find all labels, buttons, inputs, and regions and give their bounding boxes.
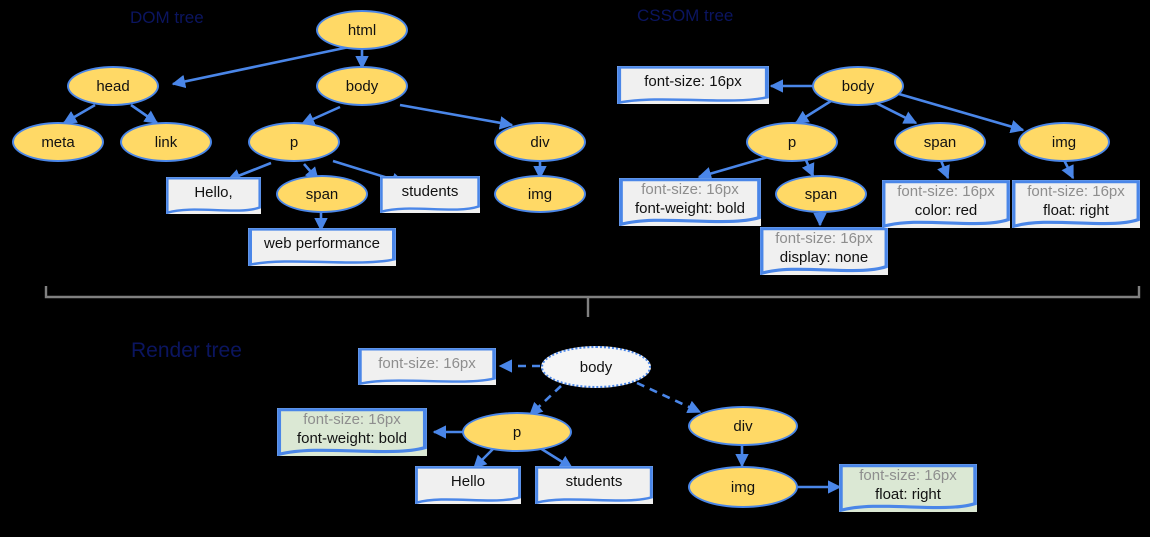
docbox-shape — [415, 466, 521, 504]
render-rule-img-own: float: right — [875, 485, 941, 503]
cssom-rule-span-1: font-size: 16px color: red — [882, 180, 1010, 228]
dom-node-span[interactable]: span — [276, 175, 368, 213]
cssom-rule-p: font-size: 16px font-weight: bold — [619, 178, 761, 226]
render-text-students-inner: students — [535, 466, 653, 504]
cssom-node-p[interactable]: p — [746, 122, 838, 162]
render-node-div[interactable]: div — [688, 406, 798, 446]
docbox-shape — [277, 408, 427, 456]
cssom-rule-p-own: font-weight: bold — [634, 199, 746, 217]
dom-node-p[interactable]: p — [248, 122, 340, 162]
dom-text-hello: Hello, — [166, 177, 261, 214]
dom-text-students: students — [380, 176, 480, 213]
dom-text-webperformance-label: web performance — [264, 235, 380, 253]
cssom-rule-span-2: font-size: 16px display: none — [760, 227, 888, 275]
cssom-rule-p-inherited: font-size: 16px — [641, 180, 739, 198]
dom-node-body[interactable]: body — [316, 66, 408, 106]
render-rule-img: font-size: 16px float: right — [839, 464, 977, 512]
render-node-img[interactable]: img — [688, 466, 798, 508]
render-rule-p-inherited: font-size: 16px — [303, 410, 401, 428]
render-tree-dashed-edges — [498, 359, 702, 416]
render-rule-p-own: font-weight: bold — [296, 429, 408, 447]
docbox-shape — [166, 177, 261, 214]
render-text-hello-inner: Hello — [415, 466, 521, 504]
docbox-shape — [839, 464, 977, 512]
cssom-rule-span-1-own: color: red — [914, 201, 978, 219]
render-node-p[interactable]: p — [462, 412, 572, 452]
dom-text-students-inner: students — [380, 176, 480, 213]
cssom-rule-img-inner: font-size: 16px float: right — [1012, 180, 1140, 228]
dom-text-webperformance-inner: web performance — [248, 228, 396, 266]
render-text-hello: Hello — [415, 466, 521, 504]
dom-text-webperformance: web performance — [248, 228, 396, 266]
docbox-shape — [358, 348, 496, 385]
cssom-rule-span-2-own: display: none — [779, 248, 869, 266]
dom-text-students-label: students — [401, 182, 459, 200]
cssom-rule-body-inherited: font-size: 16px — [644, 73, 742, 91]
cssom-tree-title: CSSOM tree — [637, 6, 734, 25]
render-text-students-label: students — [565, 473, 623, 491]
render-rule-body: font-size: 16px — [358, 348, 496, 385]
docbox-shape — [760, 227, 888, 275]
docbox-shape — [619, 178, 761, 226]
cssom-rule-span-1-inner: font-size: 16px color: red — [882, 180, 1010, 228]
cssom-rule-img: font-size: 16px float: right — [1012, 180, 1140, 228]
render-rule-img-inherited: font-size: 16px — [859, 466, 957, 484]
cssom-rule-p-inner: font-size: 16px font-weight: bold — [619, 178, 761, 226]
render-text-students: students — [535, 466, 653, 504]
docbox-shape — [380, 176, 480, 213]
grouping-brace — [44, 286, 1141, 317]
docbox-shape — [617, 66, 769, 104]
dom-text-hello-label: Hello, — [194, 183, 233, 201]
cssom-tree-edges — [697, 79, 1075, 227]
render-rule-body-inherited: font-size: 16px — [378, 354, 476, 372]
cssom-rule-img-inherited: font-size: 16px — [1027, 182, 1125, 200]
render-node-body[interactable]: body — [541, 346, 651, 388]
cssom-node-span-1[interactable]: span — [894, 122, 986, 162]
dom-node-head[interactable]: head — [67, 66, 159, 106]
cssom-rule-body: font-size: 16px — [617, 66, 769, 104]
render-text-hello-label: Hello — [450, 473, 486, 491]
render-rule-img-inner: font-size: 16px float: right — [839, 464, 977, 512]
cssom-rule-span-1-inherited: font-size: 16px — [897, 182, 995, 200]
cssom-node-span-2[interactable]: span — [775, 175, 867, 213]
dom-node-html[interactable]: html — [316, 10, 408, 50]
dom-node-link[interactable]: link — [120, 122, 212, 162]
dom-tree-title: DOM tree — [130, 8, 204, 27]
dom-node-meta[interactable]: meta — [12, 122, 104, 162]
docbox-shape — [882, 180, 1010, 228]
docbox-shape — [1012, 180, 1140, 228]
dom-text-hello-inner: Hello, — [166, 177, 261, 214]
cssom-rule-body-inner: font-size: 16px — [617, 66, 769, 104]
cssom-rule-span-2-inherited: font-size: 16px — [775, 229, 873, 247]
dom-node-div[interactable]: div — [494, 122, 586, 162]
cssom-rule-img-own: float: right — [1043, 201, 1109, 219]
render-rule-p: font-size: 16px font-weight: bold — [277, 408, 427, 456]
render-tree-title: Render tree — [131, 339, 242, 362]
dom-node-img[interactable]: img — [494, 175, 586, 213]
render-rule-body-inner: font-size: 16px — [358, 348, 496, 385]
cssom-node-body[interactable]: body — [812, 66, 904, 106]
render-rule-p-inner: font-size: 16px font-weight: bold — [277, 408, 427, 456]
docbox-shape — [248, 228, 396, 266]
cssom-node-img[interactable]: img — [1018, 122, 1110, 162]
docbox-shape — [535, 466, 653, 504]
cssom-rule-span-2-inner: font-size: 16px display: none — [760, 227, 888, 275]
